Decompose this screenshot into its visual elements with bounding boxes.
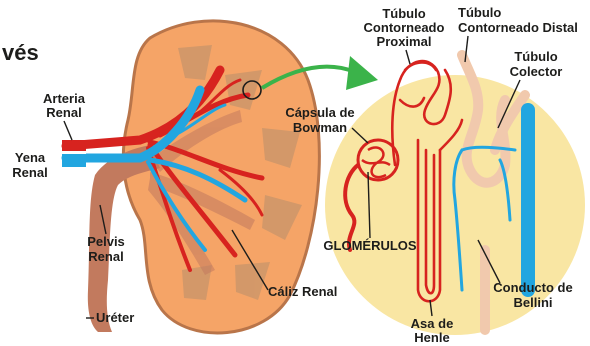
- heading-text: vés: [2, 40, 39, 65]
- svg-text:Túbulo: Túbulo: [382, 6, 425, 21]
- vessel-divider: [62, 151, 86, 154]
- svg-text:Renal: Renal: [46, 105, 81, 120]
- svg-text:Proximal: Proximal: [377, 34, 432, 49]
- svg-text:Yena: Yena: [15, 150, 46, 165]
- svg-text:Renal: Renal: [88, 249, 123, 264]
- label-arteria-renal: Arteria Renal: [43, 91, 86, 140]
- svg-text:Bellini: Bellini: [513, 295, 552, 310]
- svg-text:Cáliz Renal: Cáliz Renal: [268, 284, 337, 299]
- svg-text:Conducto de: Conducto de: [493, 280, 572, 295]
- zoom-arrow-head: [346, 56, 378, 90]
- svg-text:Túbulo: Túbulo: [458, 5, 501, 20]
- svg-text:Uréter: Uréter: [96, 310, 134, 325]
- svg-text:Túbulo: Túbulo: [514, 49, 557, 64]
- svg-text:Pelvis: Pelvis: [87, 234, 125, 249]
- svg-text:Contorneado Distal: Contorneado Distal: [458, 20, 578, 35]
- label-tubulo-proximal: Túbulo Contorneado Proximal: [364, 6, 445, 64]
- label-vena-renal: Yena Renal: [12, 150, 47, 180]
- svg-text:GLOMÉRULOS: GLOMÉRULOS: [323, 238, 416, 253]
- vein-stub: [62, 153, 86, 167]
- svg-text:Renal: Renal: [12, 165, 47, 180]
- svg-text:Cápsula de: Cápsula de: [285, 105, 354, 120]
- svg-text:Asa de: Asa de: [411, 316, 454, 331]
- svg-text:Colector: Colector: [510, 64, 563, 79]
- svg-text:Henle: Henle: [414, 330, 449, 345]
- svg-text:Arteria: Arteria: [43, 91, 86, 106]
- svg-text:Bowman: Bowman: [293, 120, 347, 135]
- svg-text:Contorneado: Contorneado: [364, 20, 445, 35]
